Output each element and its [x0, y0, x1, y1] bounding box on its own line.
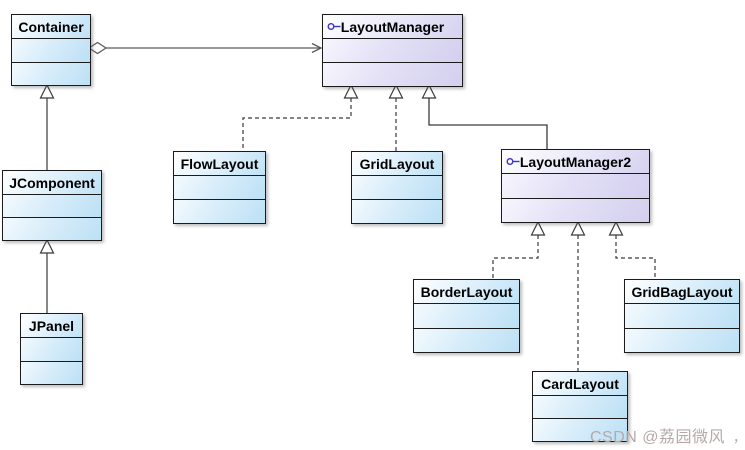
class-box-flowlayout: FlowLayout — [173, 151, 266, 224]
class-box-gridbaglayout: GridBagLayout — [624, 279, 740, 353]
class-box-jcomponent: JComponent — [2, 170, 102, 241]
realization-triangle — [530, 220, 546, 236]
class-title: Container — [12, 15, 90, 38]
realization-triangle — [343, 83, 359, 99]
class-title: BorderLayout — [414, 280, 519, 303]
attributes-compartment — [352, 175, 442, 199]
attributes-compartment — [414, 303, 519, 328]
operations-compartment — [502, 197, 649, 222]
class-box-layoutmanager2: LayoutManager2 — [501, 149, 650, 223]
operations-compartment — [174, 199, 265, 223]
generalization-triangle — [39, 83, 55, 99]
class-title: JComponent — [3, 171, 101, 194]
class-title: LayoutManager — [323, 15, 462, 38]
open-arrowhead — [311, 42, 323, 54]
class-title: LayoutManager2 — [502, 150, 649, 173]
operations-compartment — [12, 61, 90, 85]
class-title: GridLayout — [352, 152, 442, 175]
operations-compartment — [533, 418, 627, 441]
realization-triangle — [570, 220, 586, 236]
attributes-compartment — [3, 194, 101, 217]
class-title-label: LayoutManager2 — [519, 153, 632, 170]
attributes-compartment — [174, 175, 265, 199]
operations-compartment — [21, 360, 82, 384]
csdn-watermark-mark: ， — [733, 430, 745, 445]
class-title: FlowLayout — [174, 152, 265, 175]
generalization-triangle — [421, 83, 437, 99]
aggregation-diamond — [87, 41, 108, 55]
attributes-compartment — [502, 173, 649, 198]
attributes-compartment — [21, 337, 82, 361]
interface-lollipop-icon — [506, 158, 520, 165]
operations-compartment — [352, 199, 442, 223]
class-box-gridlayout: GridLayout — [351, 151, 443, 224]
realization-triangle — [388, 83, 404, 99]
class-box-layoutmanager: LayoutManager — [322, 14, 463, 87]
realization-gridlayout-layoutmanager — [388, 83, 404, 151]
realization-cardlayout-layoutmanager2 — [570, 220, 586, 371]
class-box-container: Container — [11, 14, 91, 86]
attributes-compartment — [12, 38, 90, 62]
csdn-watermark: CSDN @荔园微风 — [590, 429, 726, 446]
class-title: CardLayout — [533, 372, 627, 395]
operations-compartment — [625, 327, 739, 352]
aggregation-container-layoutmanager — [87, 41, 323, 55]
operations-compartment — [3, 217, 101, 240]
class-title-label: LayoutManager — [340, 18, 445, 35]
realization-flowlayout-layoutmanager — [242, 83, 359, 151]
operations-compartment — [414, 327, 519, 352]
class-title: GridBagLayout — [625, 280, 739, 303]
attributes-compartment — [625, 303, 739, 328]
class-box-jpanel: JPanel — [20, 313, 83, 385]
attributes-compartment — [533, 395, 627, 418]
attributes-compartment — [323, 38, 462, 62]
generalization-jpanel-jcomponent — [39, 238, 55, 313]
interface-lollipop-icon — [327, 23, 341, 30]
class-box-cardlayout: CardLayout — [532, 371, 628, 442]
operations-compartment — [323, 62, 462, 86]
generalization-jcomponent-container — [39, 83, 55, 170]
class-box-borderlayout: BorderLayout — [413, 279, 520, 353]
realization-gridbaglayout-layoutmanager2 — [608, 220, 656, 279]
class-title: JPanel — [21, 314, 82, 337]
generalization-layoutmanager2-layoutmanager — [421, 83, 548, 149]
realization-triangle — [608, 220, 624, 236]
realization-borderlayout-layoutmanager2 — [492, 220, 546, 279]
generalization-triangle — [39, 238, 55, 254]
